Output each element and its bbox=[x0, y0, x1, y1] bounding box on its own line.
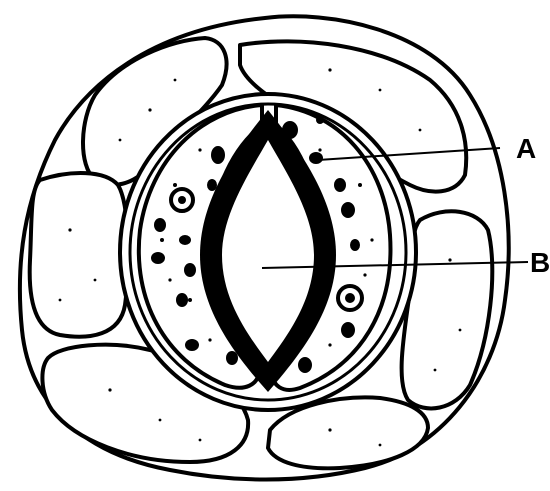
subsidiary-cell-left bbox=[30, 173, 128, 337]
label-a: A bbox=[516, 133, 536, 164]
label-b: B bbox=[530, 247, 550, 278]
guard-cells bbox=[120, 94, 416, 410]
